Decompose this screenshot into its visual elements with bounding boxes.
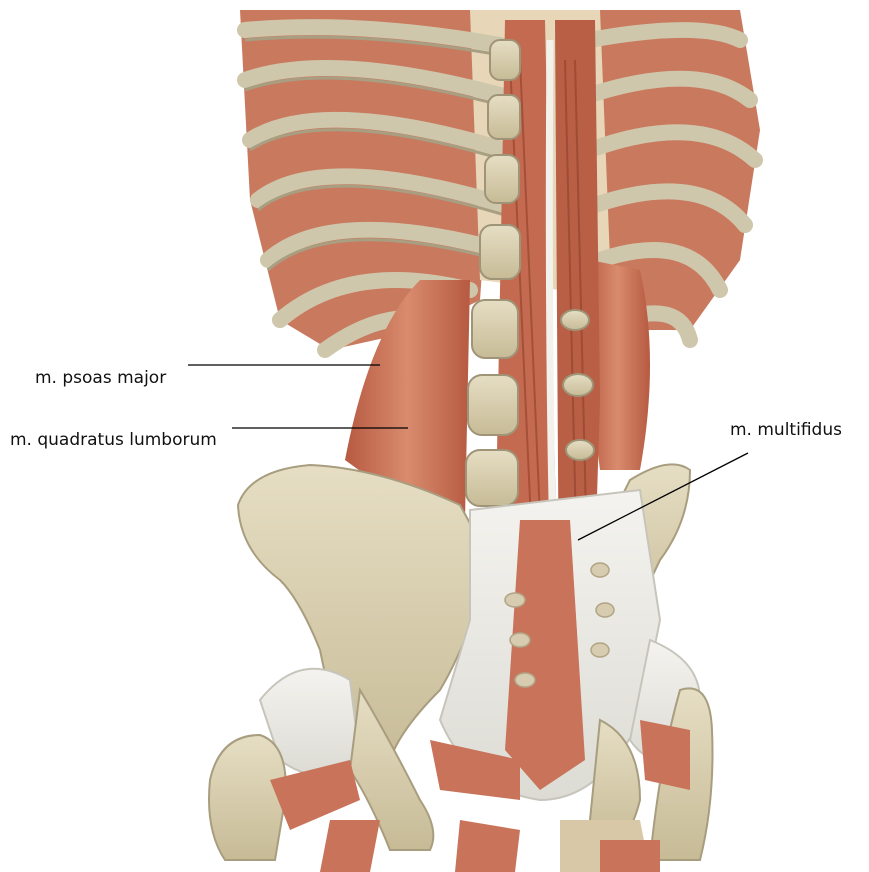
pelvis (209, 464, 713, 872)
label-multifidus: m. multifidus (730, 420, 842, 440)
label-quadratus-lumborum: m. quadratus lumborum (10, 430, 217, 450)
label-psoas-major: m. psoas major (35, 368, 166, 388)
